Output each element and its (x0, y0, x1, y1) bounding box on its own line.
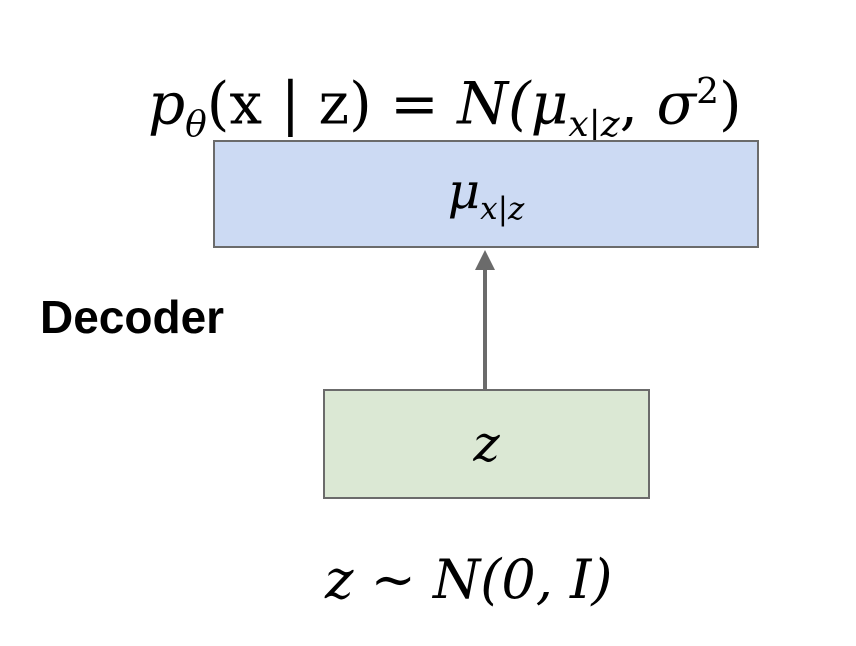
close-paren: ) (719, 69, 742, 138)
equals-sign: = (371, 69, 458, 138)
likelihood-equation: pθ(x | z) = N(μx|z, σ2) (148, 52, 742, 165)
comma: , (619, 69, 657, 138)
sigma-superscript: 2 (696, 71, 719, 112)
latent-box: z (323, 389, 650, 499)
mu-symbol: μ (530, 69, 569, 138)
theta-subscript: θ (185, 103, 207, 145)
arrow-head-icon (475, 250, 495, 270)
p-symbol: p (148, 69, 186, 138)
decoder-label: Decoder (40, 291, 225, 343)
sigma-symbol: σ (656, 69, 697, 138)
conditional-args: (x | z) (206, 69, 372, 138)
latent-symbol: z (473, 415, 500, 473)
mu-subscript: x|z (480, 190, 525, 227)
mu-symbol: μ (447, 161, 481, 220)
normal-prefix: N( (457, 69, 531, 138)
decoder-output-box: μx|z (213, 140, 759, 248)
prior-equation: z ∼ N(0, I) (325, 548, 613, 611)
mu-subscript: x|z (568, 103, 620, 145)
decoder-output-label: μx|z (448, 162, 525, 227)
